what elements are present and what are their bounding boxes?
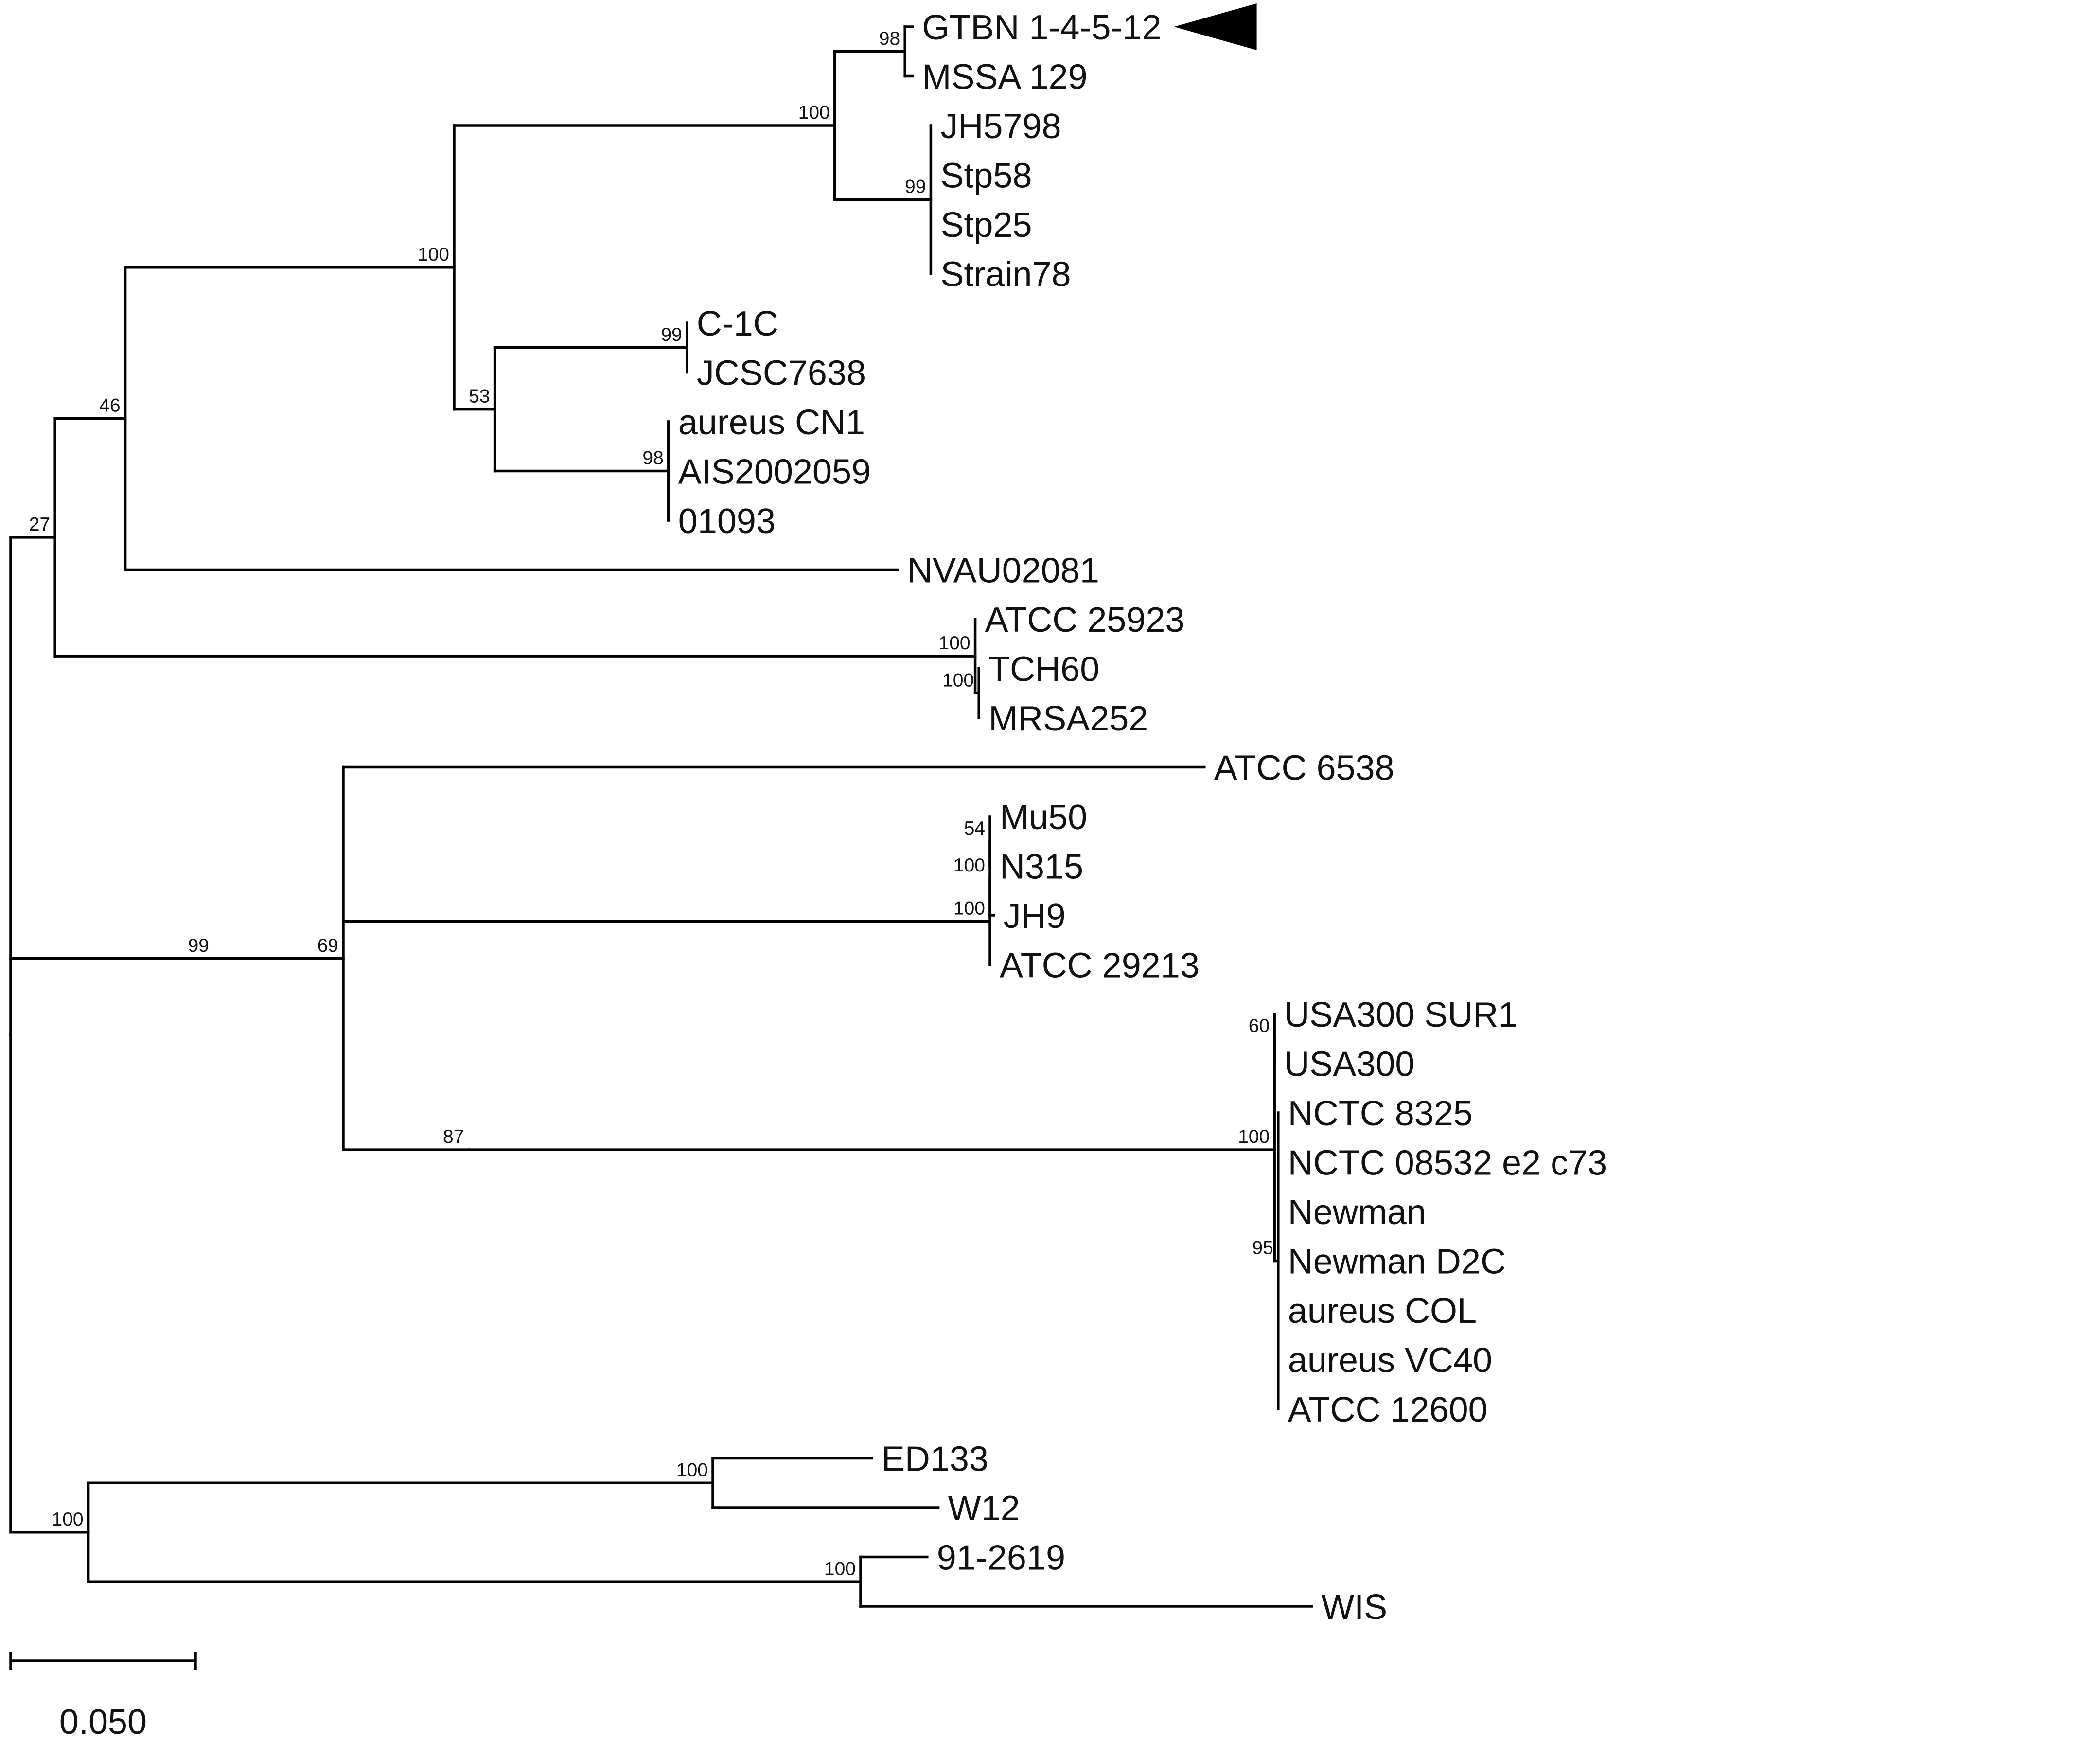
leaf-label-tch60: TCH60: [988, 650, 1099, 689]
leaf-label-stp25: Stp25: [940, 206, 1032, 245]
triangle-pointer-icon: [1174, 3, 1257, 50]
support-value: 53: [469, 386, 490, 407]
tree-support-values: 27 46 100 100 98 99 53 99 98 100 100 99 69 100 100 54 87…: [29, 28, 1273, 1580]
leaf-label-newman: Newman: [1288, 1193, 1426, 1232]
support-value: 60: [1249, 1015, 1270, 1036]
support-value: 99: [905, 176, 926, 197]
leaf-label-aureus-vc40: aureus VC40: [1288, 1341, 1492, 1380]
scale-bar: 0.050: [9, 1652, 197, 1742]
scale-bar-line: [9, 1652, 197, 1670]
support-value: 98: [642, 448, 663, 469]
support-value: 100: [676, 1459, 708, 1480]
leaf-label-mu50: Mu50: [1000, 798, 1087, 837]
leaf-label-gtbn-1-4-5-12: GTBN 1-4-5-12: [922, 8, 1161, 47]
support-value: 95: [1252, 1238, 1273, 1259]
support-value: 87: [443, 1126, 464, 1147]
leaf-label-atcc-12600: ATCC 12600: [1288, 1390, 1488, 1429]
tree-branches: [9, 25, 1313, 1608]
leaf-label-nvau02081: NVAU02081: [907, 551, 1099, 590]
leaf-label-jcsc7638: JCSC7638: [697, 354, 866, 393]
leaf-label-wis: WIS: [1321, 1588, 1387, 1627]
leaf-label-mrsa252: MRSA252: [988, 699, 1148, 738]
leaf-label-newman-d2c: Newman D2C: [1288, 1243, 1506, 1281]
leaf-label-nctc-8325: NCTC 8325: [1288, 1094, 1473, 1133]
leaf-label-stp58: Stp58: [940, 157, 1032, 196]
leaf-label-n315: N315: [1000, 848, 1083, 887]
leaf-label-w12: W12: [948, 1489, 1020, 1528]
leaf-label-aureus-col: aureus COL: [1288, 1292, 1477, 1331]
support-value: 99: [661, 324, 682, 345]
support-value: 100: [824, 1558, 856, 1579]
support-value: 99: [188, 935, 209, 956]
leaf-label-usa300: USA300: [1284, 1045, 1414, 1084]
support-value: 100: [953, 898, 985, 919]
support-value: 100: [1238, 1126, 1270, 1147]
leaf-label-ed133: ED133: [882, 1440, 988, 1479]
leaf-label-atcc-29213: ATCC 29213: [1000, 946, 1200, 985]
leaf-label-jh9: JH9: [1004, 897, 1066, 936]
support-value: 100: [939, 633, 971, 654]
support-value: 98: [879, 28, 900, 49]
leaf-label-strain78: Strain78: [940, 255, 1071, 294]
leaf-label-01093: 01093: [678, 502, 776, 541]
leaf-label-atcc-6538: ATCC 6538: [1214, 749, 1394, 788]
support-value: 100: [798, 102, 830, 123]
support-value: 100: [418, 244, 449, 265]
scale-bar-label: 0.050: [59, 1703, 147, 1742]
support-value: 100: [52, 1509, 84, 1530]
leaf-label-c-1c: C-1C: [697, 304, 778, 343]
support-value: 100: [942, 670, 974, 691]
support-value: 100: [953, 855, 985, 876]
leaf-label-ais2002059: AIS2002059: [678, 453, 871, 492]
support-value: 46: [99, 395, 120, 416]
leaf-label-jh5798: JH5798: [940, 107, 1061, 146]
leaf-label-aureus-cn1: aureus CN1: [678, 403, 865, 442]
leaf-label-91-2619: 91-2619: [937, 1539, 1065, 1578]
support-value: 69: [318, 935, 338, 956]
support-value: 27: [29, 514, 50, 535]
leaf-label-usa300-sur1: USA300 SUR1: [1284, 996, 1518, 1034]
leaf-label-mssa-129: MSSA 129: [922, 58, 1087, 97]
leaf-label-atcc-25923: ATCC 25923: [985, 601, 1185, 640]
support-value: 54: [964, 818, 985, 839]
leaf-label-nctc-08532-e2-c73: NCTC 08532 e2 c73: [1288, 1144, 1607, 1183]
